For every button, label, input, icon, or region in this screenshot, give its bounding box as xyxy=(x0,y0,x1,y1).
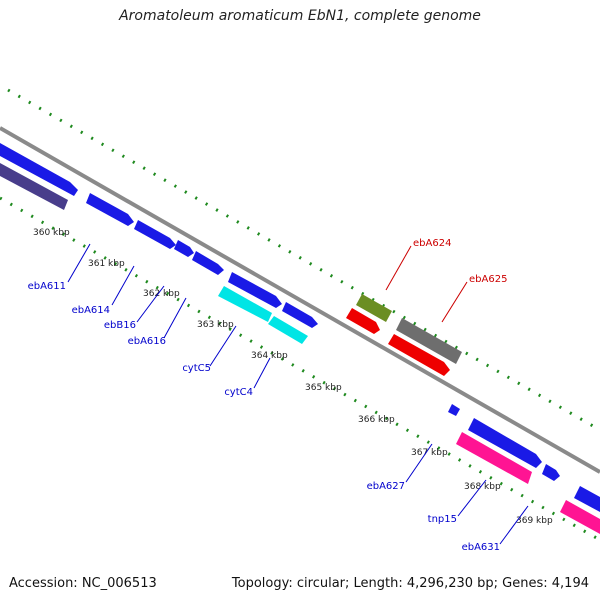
gene-label-ebA614[interactable]: ebA614 xyxy=(72,305,110,316)
label-leaders xyxy=(67,243,529,545)
tick-label: 366 kbp xyxy=(358,415,395,425)
gene-label-ebA627[interactable]: ebA627 xyxy=(367,481,405,492)
gene-arrow-ebA621[interactable] xyxy=(282,302,318,328)
gene-arrow-ebA620[interactable] xyxy=(228,272,282,308)
gene-arrow-tnp15[interactable] xyxy=(456,432,532,484)
gene-arrow-ebA614[interactable] xyxy=(134,220,176,249)
gene-arrow-ebA627[interactable] xyxy=(468,418,542,468)
gene-label-cytC5[interactable]: cytC5 xyxy=(182,363,211,374)
map-title: Aromatoleum aromaticum EbN1, complete ge… xyxy=(119,8,481,24)
gene-labels: ebA611 ebA614 ebB16 ebA616 cytC5 cytC4 e… xyxy=(28,238,508,553)
gene-arrow-cytC5[interactable] xyxy=(218,286,272,322)
tick-labels: 360 kbp 361 kbp 362 kbp 363 kbp 364 kbp … xyxy=(33,228,553,526)
tick-label: 365 kbp xyxy=(305,383,342,393)
gene-arrow-ebB16[interactable] xyxy=(174,240,194,257)
gene-label-ebA625[interactable]: ebA625 xyxy=(469,274,507,285)
gene-arrow-red-1[interactable] xyxy=(346,308,380,334)
genome-backbone xyxy=(0,126,600,481)
gene-arrow-pink-right[interactable] xyxy=(560,500,600,534)
gene-arrow-slate-edge[interactable] xyxy=(0,163,68,210)
gene-arrow-ebA628[interactable] xyxy=(542,464,560,481)
gene-arrow-blue-edge[interactable] xyxy=(0,143,78,196)
gene-arrow-cytC4[interactable] xyxy=(268,316,308,344)
tick-label: 362 kbp xyxy=(143,289,180,299)
gene-label-tnp15[interactable]: tnp15 xyxy=(428,514,457,525)
gene-arrow-ebA624[interactable] xyxy=(356,294,392,322)
tick-label: 367 kbp xyxy=(411,448,448,458)
gene-label-ebA611[interactable]: ebA611 xyxy=(28,281,66,292)
tick-label: 364 kbp xyxy=(251,351,288,361)
genome-summary-text: Topology: circular; Length: 4,296,230 bp… xyxy=(231,576,589,591)
gene-label-ebA616[interactable]: ebA616 xyxy=(128,336,166,347)
tick-label: 360 kbp xyxy=(33,228,70,238)
gene-arrow-ebA611[interactable] xyxy=(86,193,134,226)
tick-label: 369 kbp xyxy=(516,516,553,526)
gene-label-ebA631[interactable]: ebA631 xyxy=(462,542,500,553)
accession-text: Accession: NC_006513 xyxy=(9,576,157,591)
inner-tick-track xyxy=(0,196,600,542)
gene-label-cytC4[interactable]: cytC4 xyxy=(224,387,253,398)
gene-arrow-small-blue[interactable] xyxy=(448,404,460,416)
gene-arrow-ebA625[interactable] xyxy=(396,318,462,364)
tick-label: 363 kbp xyxy=(197,320,234,330)
gene-label-ebB16[interactable]: ebB16 xyxy=(104,320,136,331)
gene-arrow-blue-right[interactable] xyxy=(574,486,600,512)
gene-arrow-ebA616[interactable] xyxy=(192,251,224,275)
gene-arrow-red-2[interactable] xyxy=(388,334,450,376)
tick-label: 368 kbp xyxy=(464,482,501,492)
gene-label-ebA624[interactable]: ebA624 xyxy=(413,238,451,249)
tick-label: 361 kbp xyxy=(88,259,125,269)
